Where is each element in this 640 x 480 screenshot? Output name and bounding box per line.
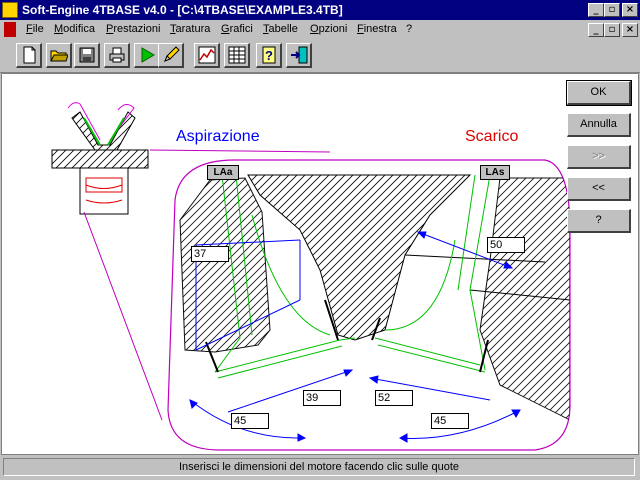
next-button[interactable]: >> (567, 145, 631, 169)
menu-bar: File Modifica Prestazioni Taratura Grafi… (0, 20, 640, 39)
menu-grafici[interactable]: Grafici (221, 23, 253, 35)
open-folder-icon[interactable] (46, 43, 72, 68)
run-play-icon[interactable] (134, 43, 160, 68)
menu-opzioni[interactable]: Opzioni (310, 23, 348, 35)
status-message: Inserisci le dimensioni del motore facen… (3, 458, 635, 476)
exhaust-length-tag[interactable]: LAs (480, 165, 510, 180)
exhaust-valve-dimension-field[interactable]: 52 (375, 390, 413, 406)
intake-valve (205, 174, 356, 379)
help-button[interactable]: ? (567, 209, 631, 233)
engine-thumbnail (51, 102, 149, 215)
menu-taratura[interactable]: Taratura (170, 23, 211, 35)
window-title: Soft-Engine 4TBASE v4.0 - [C:\4TBASE\EXA… (22, 3, 343, 17)
exit-icon[interactable] (286, 43, 312, 68)
document-icon[interactable] (4, 22, 16, 37)
intake-port-dimension-field[interactable]: 37 (191, 246, 229, 262)
menu-file[interactable]: File (26, 23, 44, 35)
close-button[interactable]: × (622, 3, 638, 17)
child-restore-button[interactable]: ▫ (604, 23, 620, 37)
chart-icon[interactable] (194, 43, 220, 68)
menu-prestazioni[interactable]: Prestazioni (106, 23, 161, 35)
exhaust-valve (371, 174, 491, 373)
print-icon[interactable] (104, 43, 130, 68)
child-close-button[interactable]: × (622, 23, 638, 37)
new-document-icon[interactable] (16, 43, 42, 68)
exhaust-angle-dimension-field[interactable]: 45 (431, 413, 469, 429)
table-icon[interactable] (224, 43, 250, 68)
pencil-edit-icon[interactable] (158, 43, 184, 68)
menu-tabelle[interactable]: Tabelle (263, 23, 298, 35)
cancel-button[interactable]: Annulla (567, 113, 631, 137)
menu-help[interactable]: ? (406, 23, 413, 35)
intake-angle-dimension-field[interactable]: 45 (231, 413, 269, 429)
previous-button[interactable]: << (567, 177, 631, 201)
exhaust-label: Scarico (465, 128, 519, 145)
svg-text:?: ? (265, 48, 273, 63)
exhaust-port-dimension-field[interactable]: 50 (487, 237, 525, 253)
menu-finestra[interactable]: Finestra (357, 23, 397, 35)
help-icon[interactable]: ? (256, 43, 282, 68)
intake-label: Aspirazione (176, 128, 260, 145)
title-bar: Soft-Engine 4TBASE v4.0 - [C:\4TBASE\EXA… (0, 0, 640, 20)
toolbar: ? (0, 40, 640, 73)
child-minimize-button[interactable]: _ (588, 23, 604, 37)
app-icon[interactable] (2, 2, 18, 18)
intake-length-tag[interactable]: LAa (207, 165, 239, 180)
ok-button[interactable]: OK (566, 80, 632, 106)
menu-modifica[interactable]: Modifica (54, 23, 95, 35)
dimension-lines (189, 231, 521, 443)
intake-valve-dimension-field[interactable]: 39 (303, 390, 341, 406)
restore-button[interactable]: ▫ (604, 3, 620, 17)
save-disk-icon[interactable] (74, 43, 100, 68)
minimize-button[interactable]: _ (588, 3, 604, 17)
status-bar: Inserisci le dimensioni del motore facen… (0, 456, 640, 480)
